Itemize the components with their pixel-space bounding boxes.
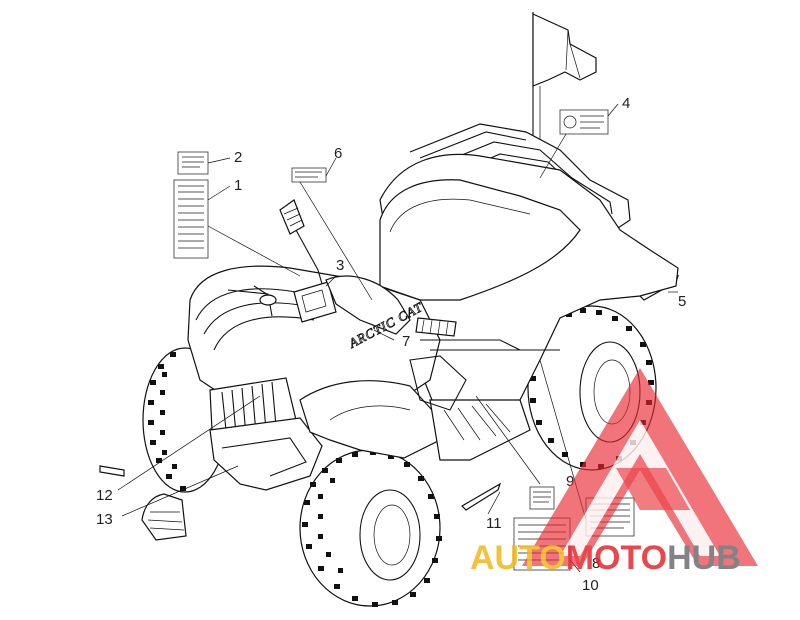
- callout-8: 8: [592, 555, 600, 572]
- watermark-hub-text: HUB: [667, 539, 741, 577]
- callout-1: 1: [234, 177, 242, 194]
- callout-3: 3: [336, 257, 344, 274]
- callout-numbers: 1 2 3 4 5 6 7 8 9 10 11 12 13: [96, 95, 686, 594]
- warning-label-1: [173, 179, 209, 259]
- callout-2: 2: [234, 149, 242, 166]
- stripe-decal-12: [99, 465, 125, 477]
- callout-12: 12: [96, 487, 113, 504]
- callout-6: 6: [334, 145, 342, 162]
- watermark-moto-text: MOTO: [566, 539, 667, 577]
- watermark-auto-text: AUTO: [470, 539, 566, 577]
- callout-13: 13: [96, 511, 113, 528]
- svg-text:AUTOMOTOHUB: AUTOMOTOHUB: [470, 539, 741, 577]
- callout-4: 4: [622, 95, 630, 112]
- watermark-triangle-logo: [522, 368, 758, 566]
- callout-7: 7: [402, 333, 410, 350]
- leader-lines: [117, 103, 678, 573]
- warning-label-2: [177, 151, 209, 175]
- callout-11: 11: [486, 515, 502, 532]
- callout-9: 9: [566, 473, 574, 490]
- callout-10: 10: [582, 577, 599, 594]
- front-decal-13: [141, 493, 187, 541]
- automotohub-watermark: AUTOMOTOHUB: [470, 368, 758, 577]
- callout-5: 5: [678, 293, 686, 310]
- stripe-decal-11: [461, 482, 502, 511]
- warning-label-9: [529, 486, 555, 510]
- warning-label-6: [291, 167, 327, 183]
- safety-flag: [532, 12, 597, 150]
- warning-label-4: [559, 109, 609, 135]
